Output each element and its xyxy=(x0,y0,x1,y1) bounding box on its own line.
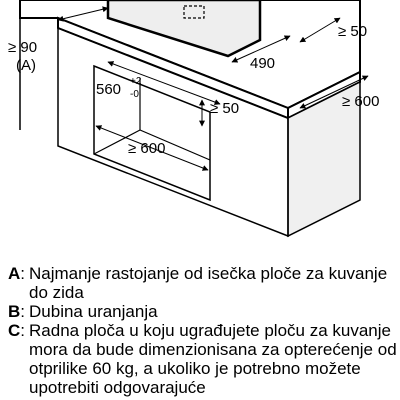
legend-item-a: A: Najmanje rastojanje od isečka ploče z… xyxy=(8,264,398,302)
label-inner-width: ≥ 600 xyxy=(128,140,165,157)
installation-drawing: ≥ 90 (A) ≥ 50 490 560 +2 -0 ≥ 50 ≥ 600 ≥… xyxy=(8,0,379,238)
cutout-marker xyxy=(183,5,205,19)
dim-line-cutout-width xyxy=(107,61,221,105)
dim-line-side-clearance xyxy=(57,6,109,22)
legend-text: Najmanje rastojanje od isečka ploče za k… xyxy=(29,264,388,302)
dim-line-cabinet-depth xyxy=(299,75,369,109)
label-cutout-width-tol-plus: +2 xyxy=(130,76,142,87)
legend-text: Radna ploča u koju ugrađujete ploču za k… xyxy=(29,321,397,397)
legend-key: A xyxy=(8,264,21,283)
legend-item-c: C: Radna ploča u koju ugrađujete ploču z… xyxy=(8,321,397,397)
label-cutout-width: 560 xyxy=(96,81,121,98)
label-cutout-width-tol-minus: -0 xyxy=(130,89,139,100)
legend-key: B xyxy=(8,302,21,321)
label-front-clearance: ≥ 50 xyxy=(210,100,239,117)
label-back-clearance: ≥ 50 xyxy=(338,23,367,40)
legend-list: A: Najmanje rastojanje od isečka ploče z… xyxy=(8,264,398,397)
label-cabinet-depth: ≥ 600 xyxy=(342,93,379,110)
dim-line-back-clearance xyxy=(299,17,341,43)
legend-item-b: B: Dubina uranjanja xyxy=(8,302,398,321)
label-cutout-depth: 490 xyxy=(250,55,275,72)
dim-line-inner-width xyxy=(95,125,209,171)
marker-a: (A) xyxy=(16,57,36,74)
legend-text: Dubina uranjanja xyxy=(29,302,158,321)
dim-line-cutout-depth xyxy=(231,35,291,63)
legend-key: C xyxy=(8,321,21,340)
label-side-clearance: ≥ 90 xyxy=(8,39,37,56)
